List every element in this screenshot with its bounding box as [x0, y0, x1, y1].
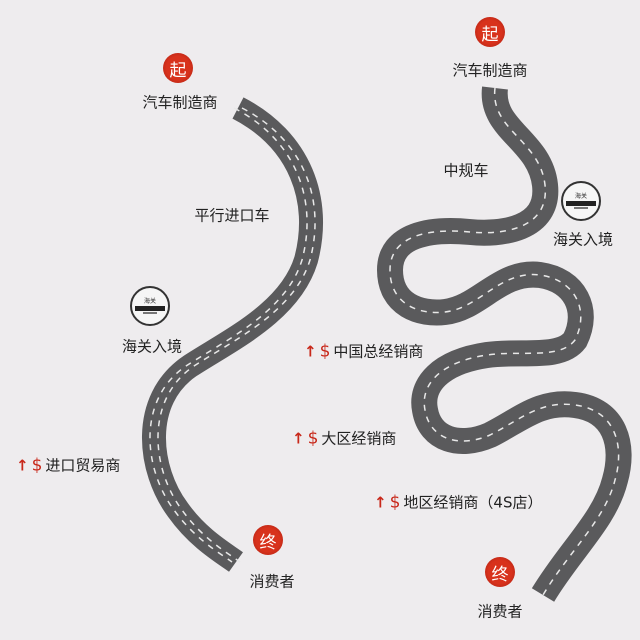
dollar-icon: $ — [319, 341, 331, 361]
markup-arrow-icon: ↑ — [374, 493, 387, 511]
dealer-text: 中国总经销商 — [333, 342, 424, 361]
manufacturer-label: 汽车制造商 — [452, 61, 528, 80]
import-trader-label: ↑$进口贸易商 — [16, 455, 120, 476]
parallel-import-label: 平行进口车 — [194, 206, 270, 225]
consumer-label: 消费者 — [249, 572, 295, 591]
start-badge: 起 — [163, 53, 193, 83]
markup-arrow-icon: ↑ — [292, 429, 305, 447]
dealer-text: 大区经销商 — [321, 429, 397, 448]
customs-label: 海关入境 — [552, 230, 614, 249]
dollar-icon: $ — [307, 428, 319, 448]
customs-label: 海关入境 — [121, 337, 183, 356]
customs-icon: 海关 — [130, 286, 170, 326]
manufacturer-label: 汽车制造商 — [142, 93, 218, 112]
markup-arrow-icon: ↑ — [304, 342, 317, 360]
local-dealer-label: ↑$地区经销商（4S店） — [374, 492, 542, 513]
trader-text: 进口贸易商 — [45, 456, 121, 475]
parallel-import-road-lane — [149, 107, 308, 563]
customs-logo-text: 海关 — [574, 193, 587, 200]
consumer-label: 消费者 — [477, 602, 523, 621]
customs-logo-text: 海关 — [143, 298, 156, 305]
dollar-icon: $ — [389, 492, 401, 512]
end-badge: 终 — [485, 557, 515, 587]
markup-arrow-icon: ↑ — [16, 456, 29, 474]
end-badge: 终 — [253, 525, 283, 555]
regional-dealer-label: ↑$大区经销商 — [292, 428, 396, 449]
parallel-import-road — [142, 97, 324, 572]
dealer-text: 地区经销商（4S店） — [403, 493, 543, 512]
start-badge: 起 — [475, 17, 505, 47]
customs-icon: 海关 — [561, 181, 601, 221]
domestic-car-label: 中规车 — [443, 161, 489, 180]
domestic-road-lane — [389, 87, 620, 596]
domestic-road — [376, 86, 632, 602]
parallel-import-road-lane — [157, 107, 316, 563]
national-dealer-label: ↑$中国总经销商 — [304, 341, 423, 362]
dollar-icon: $ — [31, 455, 43, 475]
